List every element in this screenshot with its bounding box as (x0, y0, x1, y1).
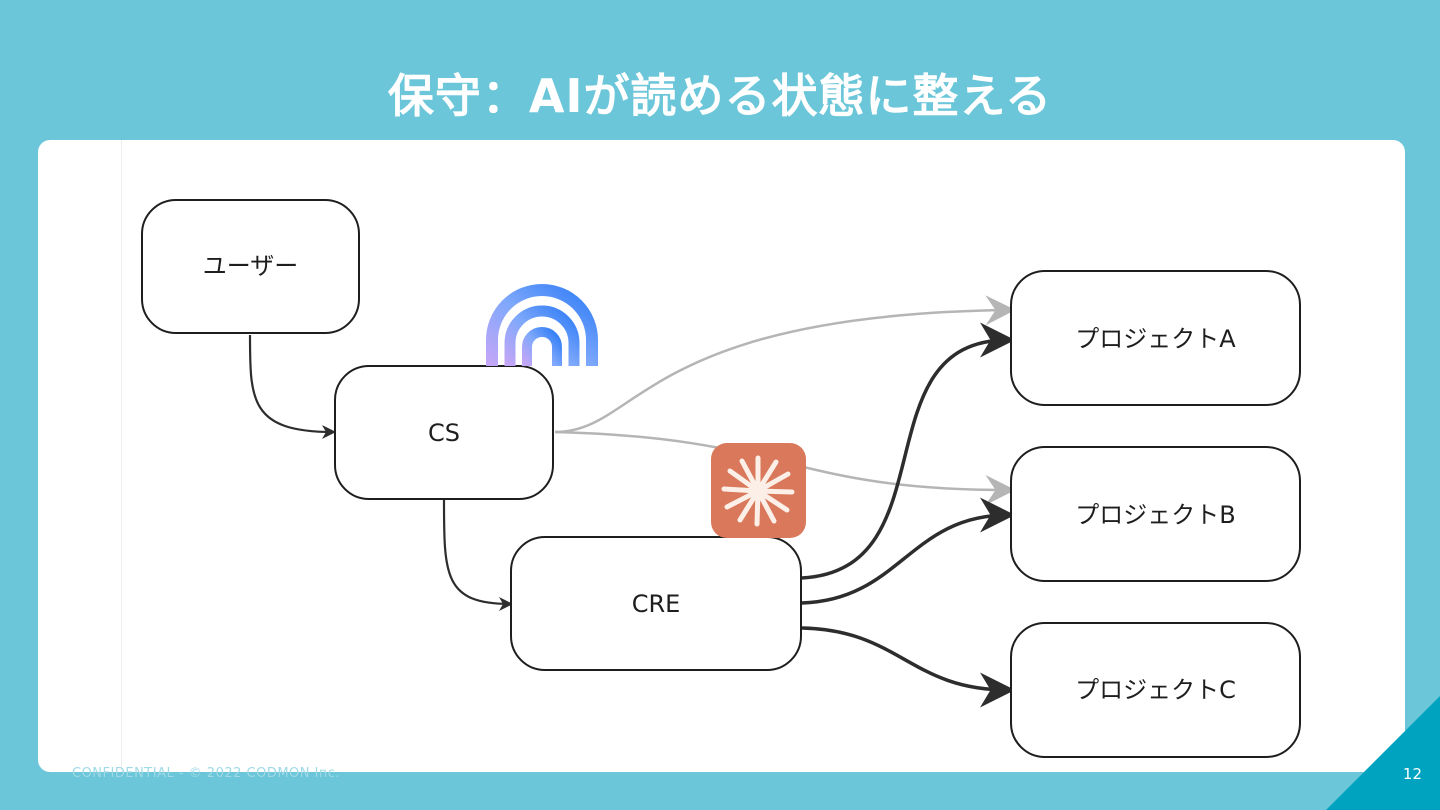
node-project-a: プロジェクトA (1010, 270, 1301, 406)
slide-title: 保守：AIが読める状態に整える (387, 69, 1053, 123)
node-user: ユーザー (141, 199, 360, 334)
page-number: 12 (1402, 765, 1422, 783)
node-cs-label: CS (428, 419, 460, 447)
edge-cs-cre (442, 499, 513, 611)
panel-divider (121, 140, 122, 772)
edge-cre-project-b (801, 497, 1015, 605)
edge-user-cs (248, 334, 336, 439)
node-project-c-label: プロジェクトC (1075, 676, 1236, 704)
asterisk-logo-icon (711, 443, 806, 538)
node-project-b-label: プロジェクトB (1075, 501, 1235, 529)
node-cre-label: CRE (632, 590, 681, 618)
corner-accent (1326, 696, 1440, 810)
edge-cs-project-a (554, 295, 1016, 434)
node-project-c: プロジェクトC (1010, 622, 1301, 758)
arc-logo-icon (486, 284, 598, 366)
edge-cre-project-c (801, 626, 1015, 708)
node-cs: CS (334, 365, 554, 500)
confidential-footer: CONFIDENTIAL - © 2022 CODMON Inc. (72, 766, 340, 781)
node-user-label: ユーザー (203, 252, 299, 280)
node-cre: CRE (510, 536, 802, 671)
edge-cre-project-a (801, 322, 1015, 580)
node-project-b: プロジェクトB (1010, 446, 1301, 582)
node-project-a-label: プロジェクトA (1075, 325, 1236, 353)
